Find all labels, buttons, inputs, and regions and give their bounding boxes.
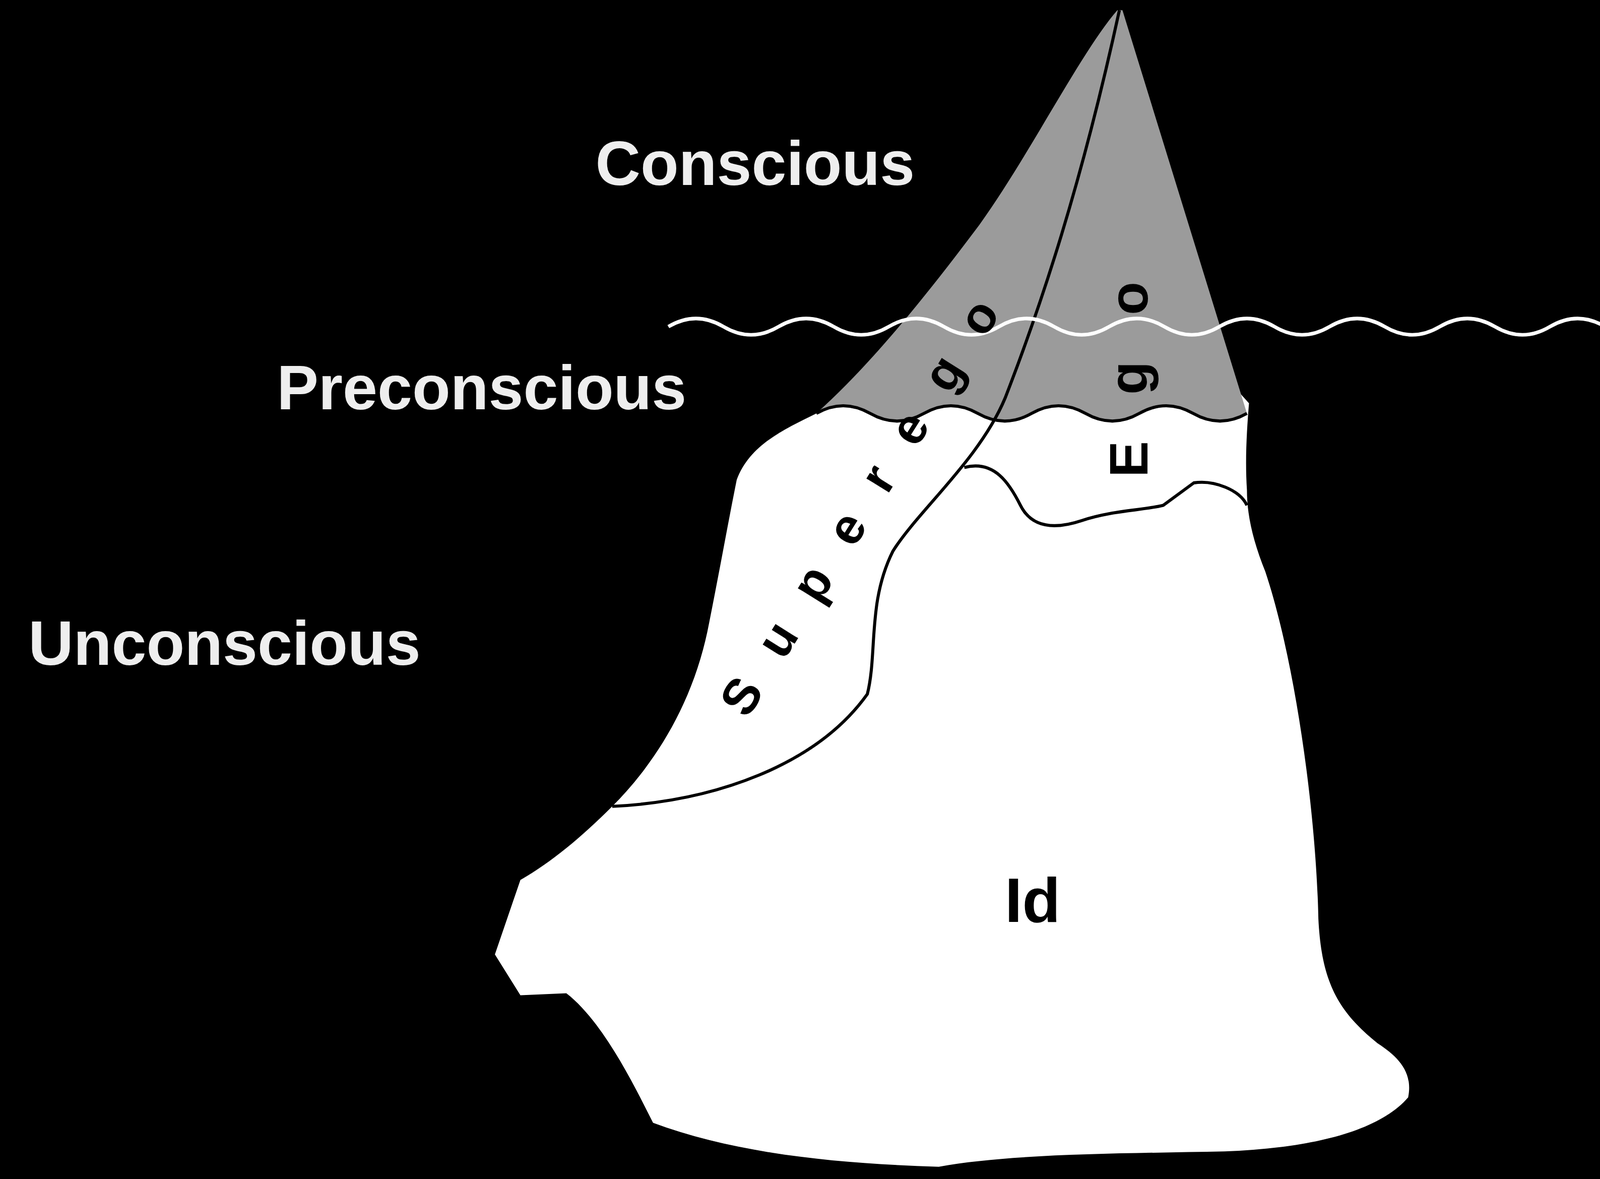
superego-boundary [612, 10, 1120, 807]
level-label: Unconscious [28, 611, 421, 675]
level-label: Preconscious [276, 356, 687, 419]
iceberg-tip [816, 10, 1247, 421]
level-label: Conscious [595, 132, 915, 195]
region-label: Id [1004, 868, 1061, 932]
waterline-lower [816, 405, 1247, 421]
region-label: Ego [1101, 235, 1157, 524]
iceberg-body [494, 393, 1410, 1167]
